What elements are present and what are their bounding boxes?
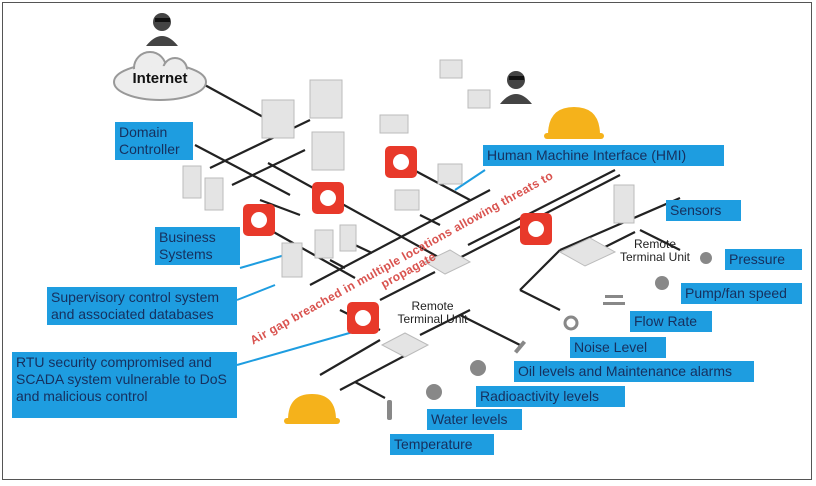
hmi-label: Human Machine Interface (HMI) <box>483 145 724 166</box>
sensors-label: Sensors <box>666 200 741 221</box>
rtu-compromised-label: RTU security compromised and SCADA syste… <box>12 352 237 418</box>
helmet-icon <box>284 394 340 424</box>
pressure-label: Pressure <box>725 249 802 270</box>
noise-level-label: Noise Level <box>570 337 666 358</box>
hacker-icon <box>500 71 532 104</box>
helmet-icon <box>544 107 604 139</box>
flow-rate-label: Flow Rate <box>630 311 712 332</box>
oil-levels-label: Oil levels and Maintenance alarms <box>514 361 754 382</box>
radioactivity-label: Radioactivity levels <box>476 386 625 407</box>
rtu-label-right: Remote Terminal Unit <box>619 237 691 264</box>
business-systems-label: Business Systems <box>155 227 240 265</box>
sensor-icons <box>387 252 712 420</box>
rtu-label-left: Remote Terminal Unit <box>397 299 468 326</box>
internet-label: Internet <box>132 70 188 87</box>
hacker-icon <box>146 13 178 46</box>
water-levels-label: Water levels <box>427 409 522 430</box>
computer-icons <box>182 59 635 358</box>
pump-fan-label: Pump/fan speed <box>681 283 802 304</box>
supervisory-label: Supervisory control system and associate… <box>47 287 237 325</box>
cloud-icon <box>113 51 207 101</box>
domain-controller-label: Domain Controller <box>115 122 193 160</box>
frame <box>2 2 812 480</box>
temperature-label: Temperature <box>390 434 494 455</box>
